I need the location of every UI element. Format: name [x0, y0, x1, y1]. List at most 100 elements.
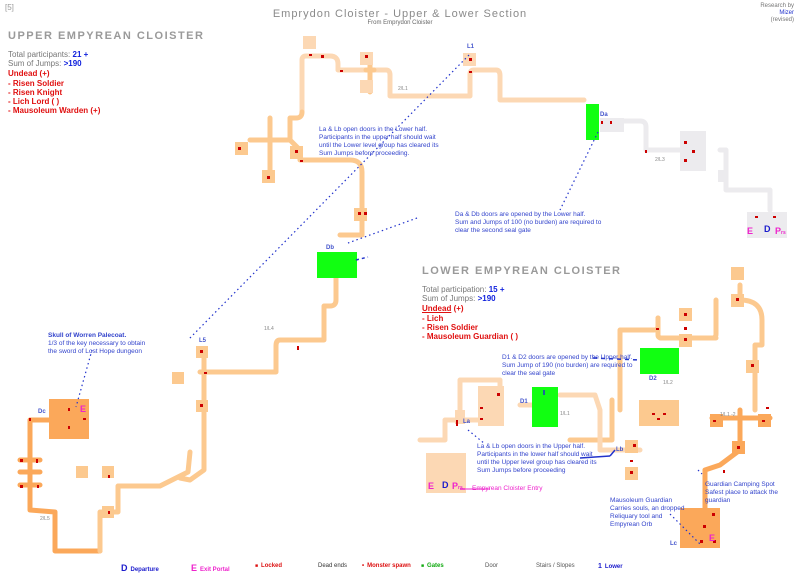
- gate-da: [586, 104, 599, 140]
- departure-mark: D: [764, 224, 771, 234]
- note-line: Reliquary tool and: [610, 513, 663, 520]
- note-line: Sum Jump of 190 (no burden) are required…: [502, 362, 633, 369]
- legend-label: Door: [485, 563, 499, 569]
- note-guardian: Mausoleum Guardian Carries souls, an dro…: [610, 497, 684, 529]
- legend-locked: ■Locked: [255, 563, 282, 569]
- jumps-value: >190: [477, 294, 496, 303]
- upper-path: [97, 449, 193, 554]
- upper-path: [299, 53, 587, 115]
- label-dc: Dc: [38, 409, 46, 415]
- note-line: the sword of Lost Hope dungeon: [48, 348, 142, 355]
- lower-participants: Total participation: 15 +: [422, 285, 505, 295]
- upper-path: [247, 109, 365, 238]
- level-label: 1/L2: [663, 380, 673, 386]
- upper-section-title: UPPER EMPYREAN CLOISTER: [8, 30, 205, 42]
- note-line: Safest place to attack the: [705, 489, 778, 496]
- legend-key: E: [191, 563, 198, 573]
- page-title: Emprydon Cloister - Upper & Lower Sectio…: [272, 8, 528, 20]
- legend-key: ■: [255, 563, 259, 569]
- legend-gates: ■Gates: [421, 563, 444, 569]
- lower-monster: - Lich: [422, 314, 444, 323]
- portal-letter: P: [775, 226, 782, 236]
- note-line: clear the second seal gate: [455, 227, 531, 234]
- legend-label: Locked: [261, 563, 283, 569]
- note-camping: Guardian Camping Spot Safest place to at…: [705, 481, 778, 505]
- note-line: Skull of Worren Palecoat.: [48, 332, 127, 339]
- label-l5: L5: [199, 338, 207, 344]
- note-line: clear the seal gate: [502, 370, 556, 377]
- credit-author[interactable]: Mizer: [779, 10, 794, 16]
- note-line: Mausoleum Guardian: [610, 497, 673, 504]
- note-line: D1 & D2 doors are opened by the Upper ha…: [502, 354, 633, 361]
- note-line: Sum Jumps before proceeding.: [319, 150, 410, 157]
- note-entry: Empyrean Cloister Entry: [472, 485, 543, 492]
- note-line: Participants in the upper half should wa…: [319, 134, 436, 141]
- page-subtitle: From Emprydon Cloister: [367, 20, 433, 26]
- level-label: 2/L3: [655, 157, 665, 163]
- upper-path: [601, 118, 773, 213]
- entry-room: [426, 453, 466, 493]
- participants-label: Total participants:: [8, 50, 71, 59]
- lower-jumps: Sum of Jumps: >190: [422, 294, 496, 304]
- upper-path: [177, 275, 339, 483]
- portal-sub: rs: [458, 485, 463, 491]
- jumps-value: >190: [63, 59, 82, 68]
- note-da-db: Da & Db doors are opened by the Lower ha…: [455, 211, 601, 235]
- portal-sub: rs: [781, 230, 786, 236]
- note-line: Participants in the lower half should wa…: [477, 451, 593, 458]
- exit-portal-mark: E: [428, 481, 435, 491]
- legend-monster-spawn: •Monster spawn: [362, 563, 411, 569]
- portal-mark: Prs: [452, 481, 463, 491]
- jumps-label: Sum of Jumps:: [8, 59, 62, 68]
- note-line: Sum Jumps before proceeding: [477, 467, 566, 474]
- legend-dead-ends: Dead ends: [318, 563, 347, 569]
- label-l1: L1: [467, 44, 475, 50]
- family-suffix: (+): [451, 304, 464, 313]
- credit-line: (revised): [770, 17, 794, 23]
- callout-lines: [75, 54, 703, 545]
- note-upper-la-lb: La & Lb open doors in the Lower half. Pa…: [319, 126, 439, 158]
- gate-db: [317, 252, 357, 278]
- note-d1-d2: D1 & D2 doors are opened by the Upper ha…: [502, 354, 632, 378]
- family-link[interactable]: Undead: [422, 304, 452, 313]
- legend-label: Exit Portal: [200, 567, 230, 573]
- credit-line: Research by: [760, 3, 794, 9]
- legend-label: Gates: [427, 563, 444, 569]
- jumps-label: Sum of Jumps:: [422, 294, 476, 303]
- note-line: Sum and Jumps of 100 (no burden) are req…: [455, 219, 602, 226]
- exit-portal-mark: E: [747, 226, 754, 236]
- label-la: La: [463, 419, 471, 425]
- note-line: La & Lb open doors in the Lower half.: [319, 126, 428, 133]
- note-line: until the Lower level group has cleared …: [319, 142, 439, 149]
- upper-rooms: [49, 36, 787, 518]
- note-line: Da & Db doors are opened by the Lower ha…: [455, 211, 586, 218]
- lower-path: [655, 282, 765, 413]
- lower-section-title: LOWER EMPYREAN CLOISTER: [422, 265, 622, 277]
- label-lb: Lb: [616, 447, 624, 453]
- lower-monster: - Risen Soldier: [422, 323, 479, 332]
- upper-participants: Total participants: 21 +: [8, 50, 88, 60]
- note-line: La & Lb open doors in the Upper half.: [477, 443, 586, 450]
- note-line: Empyrean Orb: [610, 521, 653, 528]
- note-lower-la-lb: La & Lb open doors in the Upper half. Pa…: [477, 443, 597, 475]
- credit-block: Research by Mizer (revised): [760, 3, 794, 24]
- departure-mark: D: [442, 480, 449, 490]
- upper-path: [17, 417, 103, 554]
- level-label: 1/L4: [264, 326, 274, 332]
- skull-room: [49, 399, 89, 439]
- upper-monster: - Mausoleum Warden (+): [8, 106, 101, 115]
- label-d2: D2: [649, 376, 657, 382]
- legend-stairs: Stairs / Slopes: [536, 563, 575, 569]
- participants-value: 21 +: [72, 50, 89, 59]
- legend-key: 1: [598, 563, 602, 570]
- note-skull: Skull of Worren Palecoat. 1/3 of the key…: [48, 332, 145, 356]
- legend-label: Dead ends: [318, 563, 348, 569]
- lower-monster-family: Undead (+): [422, 304, 464, 314]
- spawn-markers: [20, 54, 776, 543]
- upper-jumps: Sum of Jumps: >190: [8, 59, 82, 69]
- legend-door: Door: [485, 563, 498, 569]
